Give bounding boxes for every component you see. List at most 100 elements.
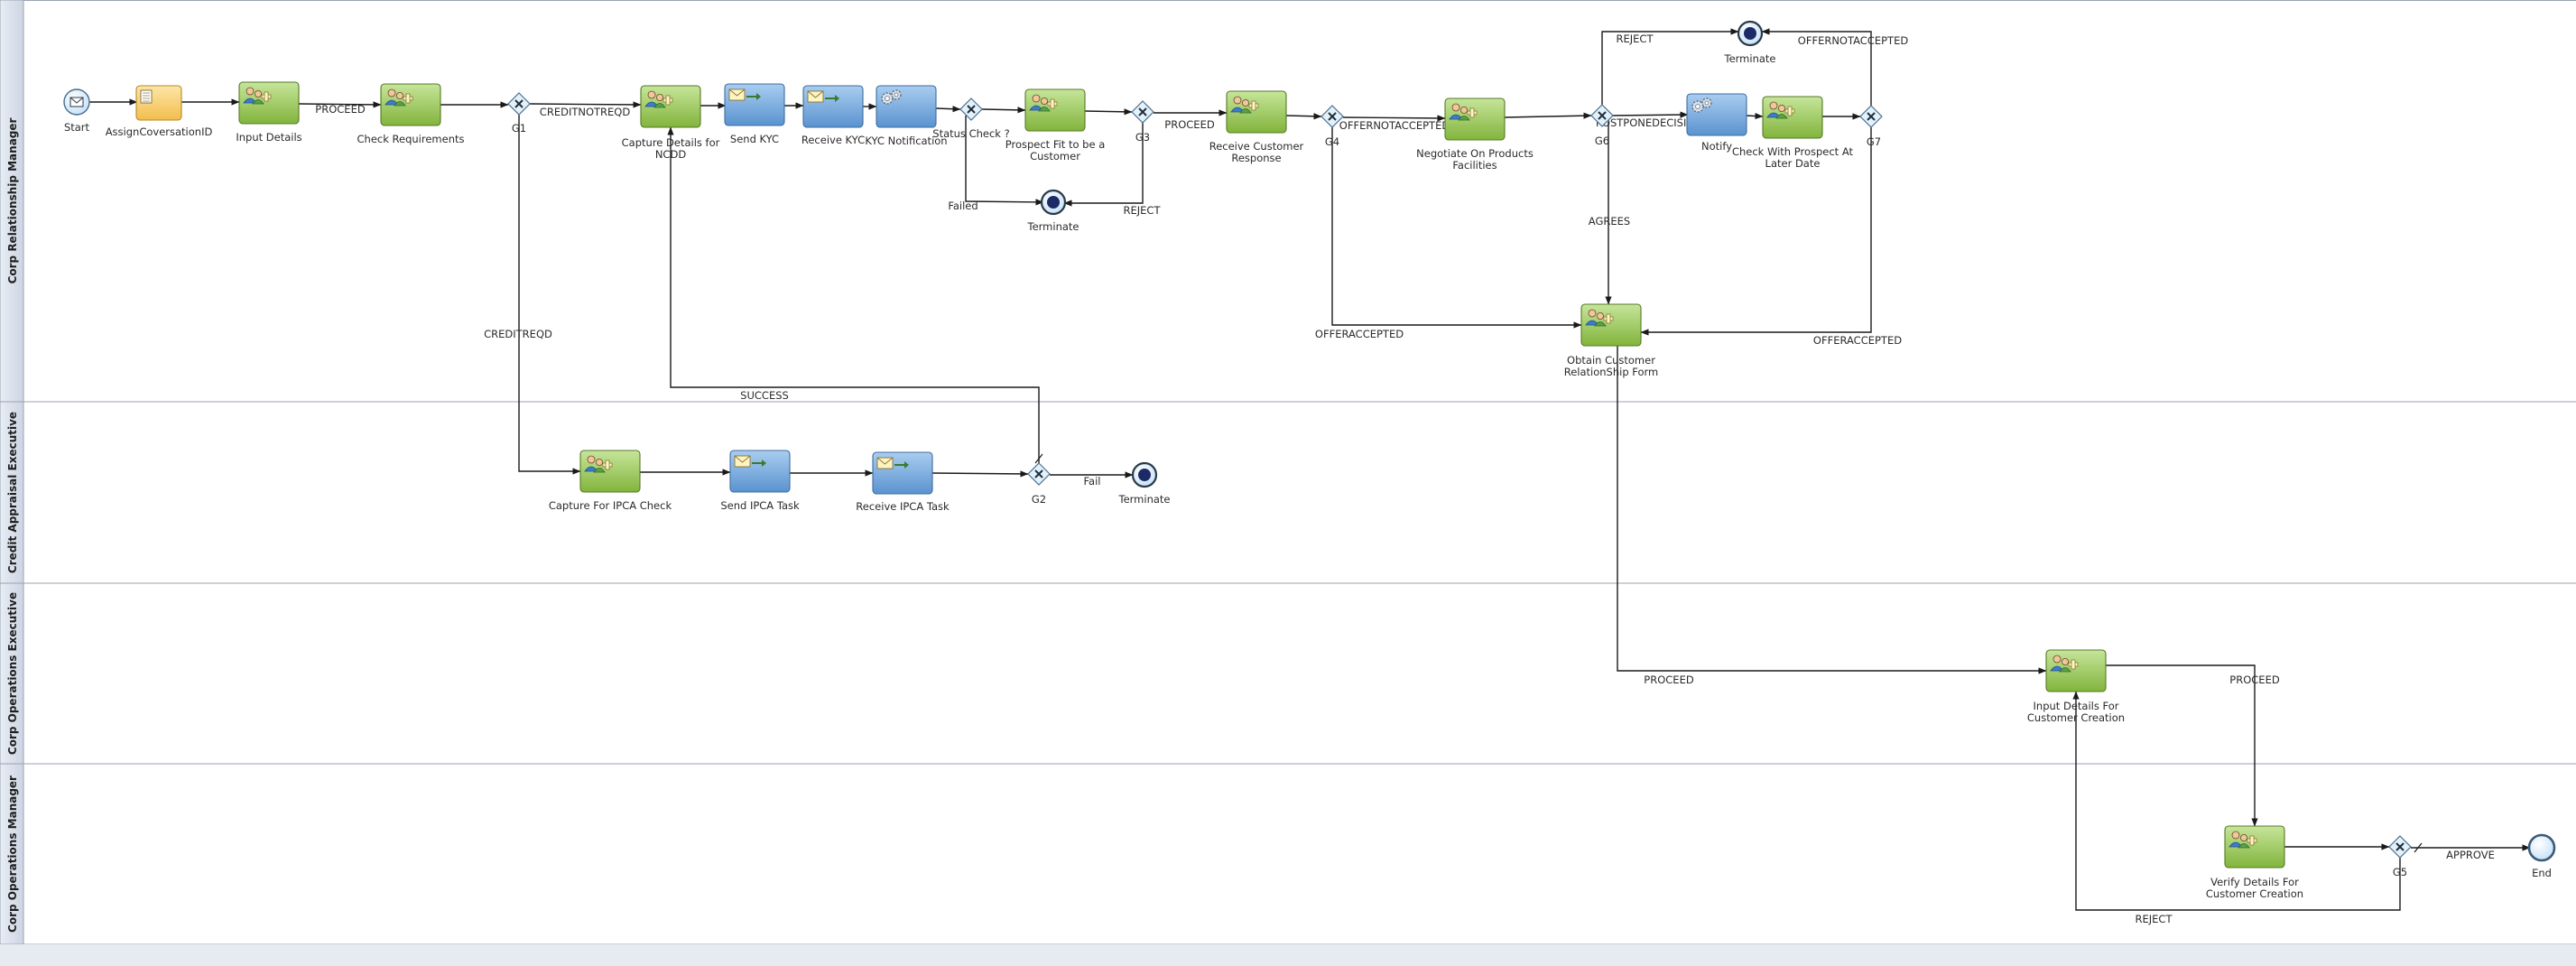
- task-box[interactable]: [2224, 825, 2285, 868]
- task-box[interactable]: [876, 85, 937, 128]
- flow-f-status-term[interactable]: Failed: [948, 116, 1044, 212]
- flow-line[interactable]: [1612, 111, 1689, 118]
- task-box[interactable]: [1226, 90, 1287, 134]
- flow-f-obtain-inputcreate[interactable]: PROCEED: [1617, 346, 2047, 686]
- flow-line[interactable]: [1601, 28, 1739, 105]
- default-flow-marker: [2414, 842, 2423, 853]
- task-box[interactable]: [1686, 93, 1747, 136]
- flow-f-input-check[interactable]: PROCEED: [298, 101, 382, 116]
- flow-line[interactable]: [1063, 123, 1144, 207]
- event-term-top[interactable]: Terminate: [1724, 20, 1776, 65]
- event-term-failed[interactable]: Terminate: [1027, 189, 1080, 233]
- flow-line[interactable]: [1504, 112, 1592, 119]
- task-box[interactable]: [1580, 303, 1642, 347]
- end-event-circle[interactable]: [2527, 833, 2556, 862]
- task-notify[interactable]: Notify: [1686, 93, 1747, 153]
- flow-f-g2-term[interactable]: Fail: [1050, 471, 1134, 488]
- task-box[interactable]: [2045, 649, 2107, 692]
- flow-f-g6-notify[interactable]: POSTPONEDECISION: [1596, 111, 1702, 129]
- flow-line[interactable]: [2072, 691, 2401, 911]
- task-box[interactable]: [1024, 88, 1086, 132]
- task-box[interactable]: [579, 450, 641, 493]
- event-term-cae[interactable]: Terminate: [1118, 461, 1171, 506]
- task-recvkyc[interactable]: Receive KYC: [802, 85, 865, 146]
- flow-f-status-prospect[interactable]: [981, 107, 1026, 114]
- task-box[interactable]: [380, 83, 441, 126]
- gateway-g4[interactable]: G4: [1320, 105, 1344, 148]
- gateway-g2[interactable]: G2: [1027, 462, 1051, 506]
- task-sendipca[interactable]: Send IPCA Task: [720, 450, 800, 512]
- flow-f-g2-ncdd[interactable]: SUCCESS: [667, 126, 1043, 464]
- task-box[interactable]: [1444, 98, 1506, 141]
- flow-f-negotiate-g6[interactable]: [1504, 112, 1592, 119]
- flow-line[interactable]: [518, 115, 581, 475]
- flow-f-g5-inputcreate[interactable]: REJECT: [2072, 691, 2401, 925]
- flow-line[interactable]: [529, 101, 642, 108]
- gear-icon: [881, 89, 902, 105]
- task-assign[interactable]: AssignCoversationID: [106, 85, 213, 138]
- flow-f-g6-obtain[interactable]: AGREES: [1589, 122, 1630, 305]
- task-label: Receive IPCA Task: [856, 500, 950, 513]
- task-box[interactable]: [238, 81, 300, 125]
- gateway-g6[interactable]: G6: [1590, 104, 1614, 147]
- gateway-status[interactable]: Status Check ?: [932, 98, 1010, 140]
- flow-line[interactable]: [1331, 127, 1582, 329]
- flow-line[interactable]: [935, 106, 961, 113]
- task-label: Capture Details for: [622, 136, 720, 149]
- task-box[interactable]: [1762, 96, 1823, 139]
- flow-label: PROCEED: [2229, 673, 2280, 686]
- task-label: Check With Prospect At: [1732, 145, 1854, 158]
- terminate-icon: [1138, 469, 1151, 481]
- flow-f-g4-obtain[interactable]: OFFERACCEPTED: [1315, 127, 1582, 340]
- flow-line[interactable]: [1617, 346, 2047, 674]
- flow-f-g7-term[interactable]: OFFERNOTACCEPTED: [1761, 28, 1908, 106]
- flow-line[interactable]: [931, 470, 1029, 478]
- task-recvipca[interactable]: Receive IPCA Task: [856, 451, 950, 513]
- gateway-g7[interactable]: G7: [1859, 105, 1883, 148]
- task-kycnotif[interactable]: KYC Notification: [865, 85, 948, 147]
- flow-f-g3-term[interactable]: REJECT: [1063, 123, 1161, 217]
- flow-f-g1-ipca[interactable]: CREDITREQD: [484, 115, 581, 475]
- flow-f-notif-status[interactable]: [935, 106, 961, 113]
- flow-line[interactable]: [667, 126, 1040, 463]
- flow-line[interactable]: [1761, 28, 1872, 106]
- gateway-g5[interactable]: G5: [2388, 835, 2412, 878]
- gateway-g3[interactable]: G3: [1131, 100, 1154, 144]
- event-end[interactable]: End: [2527, 833, 2556, 879]
- flow-f-g5-end[interactable]: APPROVE: [2411, 842, 2531, 861]
- task-ipca[interactable]: Capture For IPCA Check: [549, 450, 672, 512]
- flow-f-g6-term[interactable]: REJECT: [1601, 28, 1739, 105]
- flow-line[interactable]: [965, 116, 1044, 206]
- flow-f-inputcreate-verify[interactable]: PROCEED: [2106, 664, 2280, 827]
- flow-line[interactable]: [981, 107, 1026, 114]
- task-box[interactable]: [640, 85, 701, 128]
- gateway-g1[interactable]: G1: [507, 92, 531, 135]
- flow-f-recvipca-g2[interactable]: [931, 470, 1029, 478]
- flow-f-prospect-g3[interactable]: [1084, 108, 1133, 116]
- flow-line[interactable]: [1342, 115, 1446, 122]
- flow-f-g7-obtain[interactable]: OFFERACCEPTED: [1640, 127, 1902, 347]
- event-start[interactable]: Start: [63, 88, 90, 134]
- task-label: Later Date: [1765, 157, 1821, 170]
- user-task-icon: [1029, 94, 1058, 112]
- flow-line[interactable]: [298, 101, 382, 108]
- task-label: Prospect Fit to be a: [1005, 138, 1106, 151]
- task-input[interactable]: Input Details: [236, 81, 302, 144]
- task-check[interactable]: Check Requirements: [357, 83, 465, 145]
- event-label: Start: [64, 121, 90, 134]
- flow-line[interactable]: [2106, 664, 2258, 827]
- flow-line[interactable]: [1084, 108, 1133, 116]
- flow-f-g4-negotiate[interactable]: OFFERNOTACCEPTED: [1339, 115, 1450, 132]
- flow-f-g1-ncdd[interactable]: CREDITNOTREQD: [529, 101, 642, 118]
- flow-f-g3-recvcust[interactable]: PROCEED: [1154, 109, 1228, 131]
- task-sendkyc[interactable]: Send KYC: [724, 83, 785, 145]
- flow-line[interactable]: [1640, 127, 1872, 336]
